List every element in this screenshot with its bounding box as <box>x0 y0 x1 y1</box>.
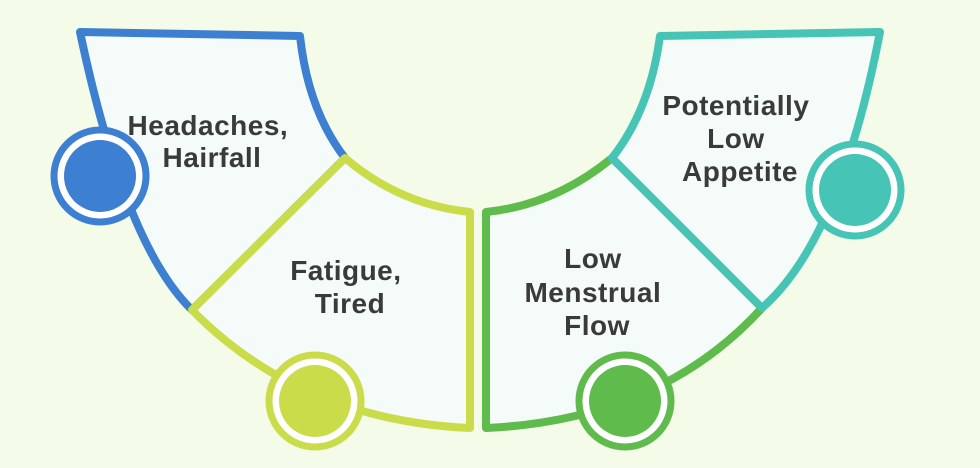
segment-label-line: Menstrual <box>524 277 661 308</box>
segment-potentially-low-appetite: Potentially Low Appetite <box>608 28 905 312</box>
segment-fatigue-tired: Fatigue, Tired <box>188 154 474 451</box>
segment-label-line: Low <box>564 243 622 274</box>
segment-label: Low Menstrual Flow <box>524 243 669 341</box>
segment-label-line: Low <box>707 123 765 154</box>
segment-panel <box>188 154 474 432</box>
segment-marker <box>265 351 365 451</box>
segment-label: Fatigue, Tired <box>290 255 410 319</box>
segment-label: Potentially Low Appetite <box>662 90 817 187</box>
segment-label-line: Hairfall <box>163 142 262 173</box>
segment-panel <box>482 154 766 432</box>
segment-label-line: Potentially <box>662 90 809 121</box>
segment-low-menstrual-flow: Low Menstrual Flow <box>482 154 766 451</box>
segment-label-line: Headaches, <box>128 110 289 141</box>
segment-marker <box>805 140 905 240</box>
segment-label-line: Appetite <box>682 156 798 187</box>
segment-label: Headaches, Hairfall <box>128 110 297 173</box>
segment-headaches-hairfall: Headaches, Hairfall <box>50 28 349 314</box>
segment-panel <box>608 28 884 312</box>
segment-marker <box>50 126 150 226</box>
segment-label-line: Fatigue, <box>290 255 401 286</box>
segment-marker <box>575 351 675 451</box>
segment-label-line: Tired <box>315 288 385 319</box>
segment-label-line: Flow <box>564 310 630 341</box>
